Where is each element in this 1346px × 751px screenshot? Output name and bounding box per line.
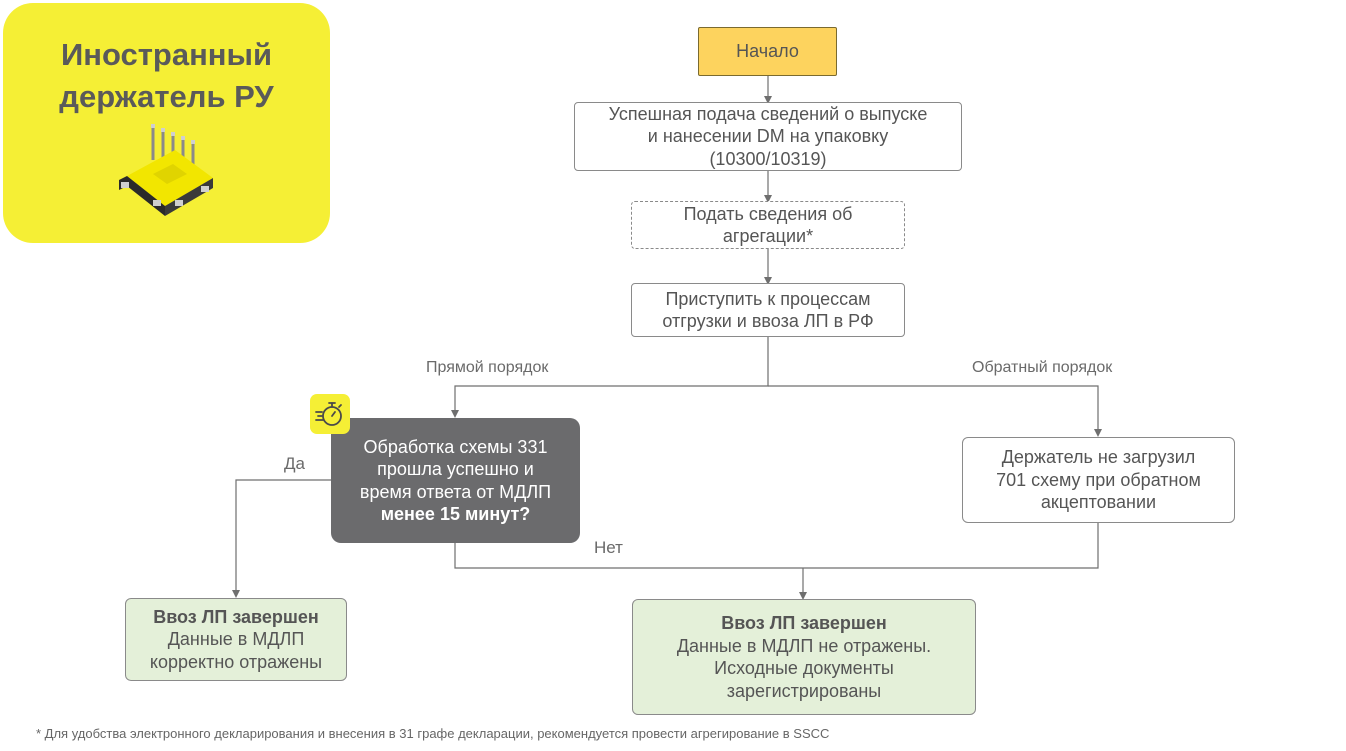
start-label: Начало [736, 41, 799, 62]
page-title-line2: держатель РУ [59, 79, 274, 114]
stopwatch-icon [310, 394, 350, 434]
node-line: Держатель не загрузил [1001, 447, 1196, 468]
import-complete-ok-node: Ввоз ЛП завершен Данные в МДЛП корректно… [125, 598, 347, 681]
microchip-icon [113, 120, 221, 220]
yes-label: Да [284, 454, 305, 473]
node-line: Обработка схемы 331 [363, 436, 548, 457]
node-line: время ответа от МДЛП [359, 481, 552, 502]
node-line: Исходные документы [714, 658, 894, 678]
node-line-bold: менее 15 минут? [380, 504, 531, 524]
aggregation-node: Подать сведения об агрегации* [631, 201, 905, 249]
page-title: Иностранный держатель РУ [3, 34, 330, 118]
node-line: и нанесении DM на упаковку [647, 126, 889, 147]
node-line: корректно отражены [149, 651, 323, 672]
direct-order-label: Прямой порядок [426, 359, 549, 376]
node-line: Подать сведения об [683, 203, 853, 224]
node-line: отгрузки и ввоза ЛП в РФ [662, 311, 874, 331]
result-title: Ввоз ЛП завершен [153, 606, 319, 627]
start-node: Начало [698, 27, 837, 76]
node-line: Приступить к процессам [665, 288, 871, 309]
node-line: (10300/10319) [709, 148, 827, 169]
node-line: Успешная подача сведений о выпуске [608, 103, 928, 124]
import-complete-not-reflected-node: Ввоз ЛП завершен Данные в МДЛП не отраже… [632, 599, 976, 715]
node-line: акцептовании [1040, 492, 1157, 513]
result-title: Ввоз ЛП завершен [721, 613, 887, 633]
node-line: Данные в МДЛП не отражены. [676, 635, 932, 656]
shipment-process-node: Приступить к процессам отгрузки и ввоза … [631, 283, 905, 337]
no-label: Нет [594, 538, 623, 557]
node-line: прошла успешно и [377, 459, 534, 479]
footnote: * Для удобства электронного декларирован… [36, 726, 830, 741]
holder-not-uploaded-node: Держатель не загрузил 701 схему при обра… [962, 437, 1235, 523]
node-line: 701 схему при обратном [996, 469, 1201, 490]
page-title-line1: Иностранный [60, 37, 273, 72]
node-line: Данные в МДЛП [167, 629, 305, 650]
node-line: зарегистрированы [726, 680, 882, 701]
release-submission-node: Успешная подача сведений о выпуске и нан… [574, 102, 962, 171]
decision-node: Обработка схемы 331 прошла успешно и вре… [331, 418, 580, 543]
reverse-order-label: Обратный порядок [972, 359, 1113, 376]
node-line: агрегации* [722, 226, 814, 246]
